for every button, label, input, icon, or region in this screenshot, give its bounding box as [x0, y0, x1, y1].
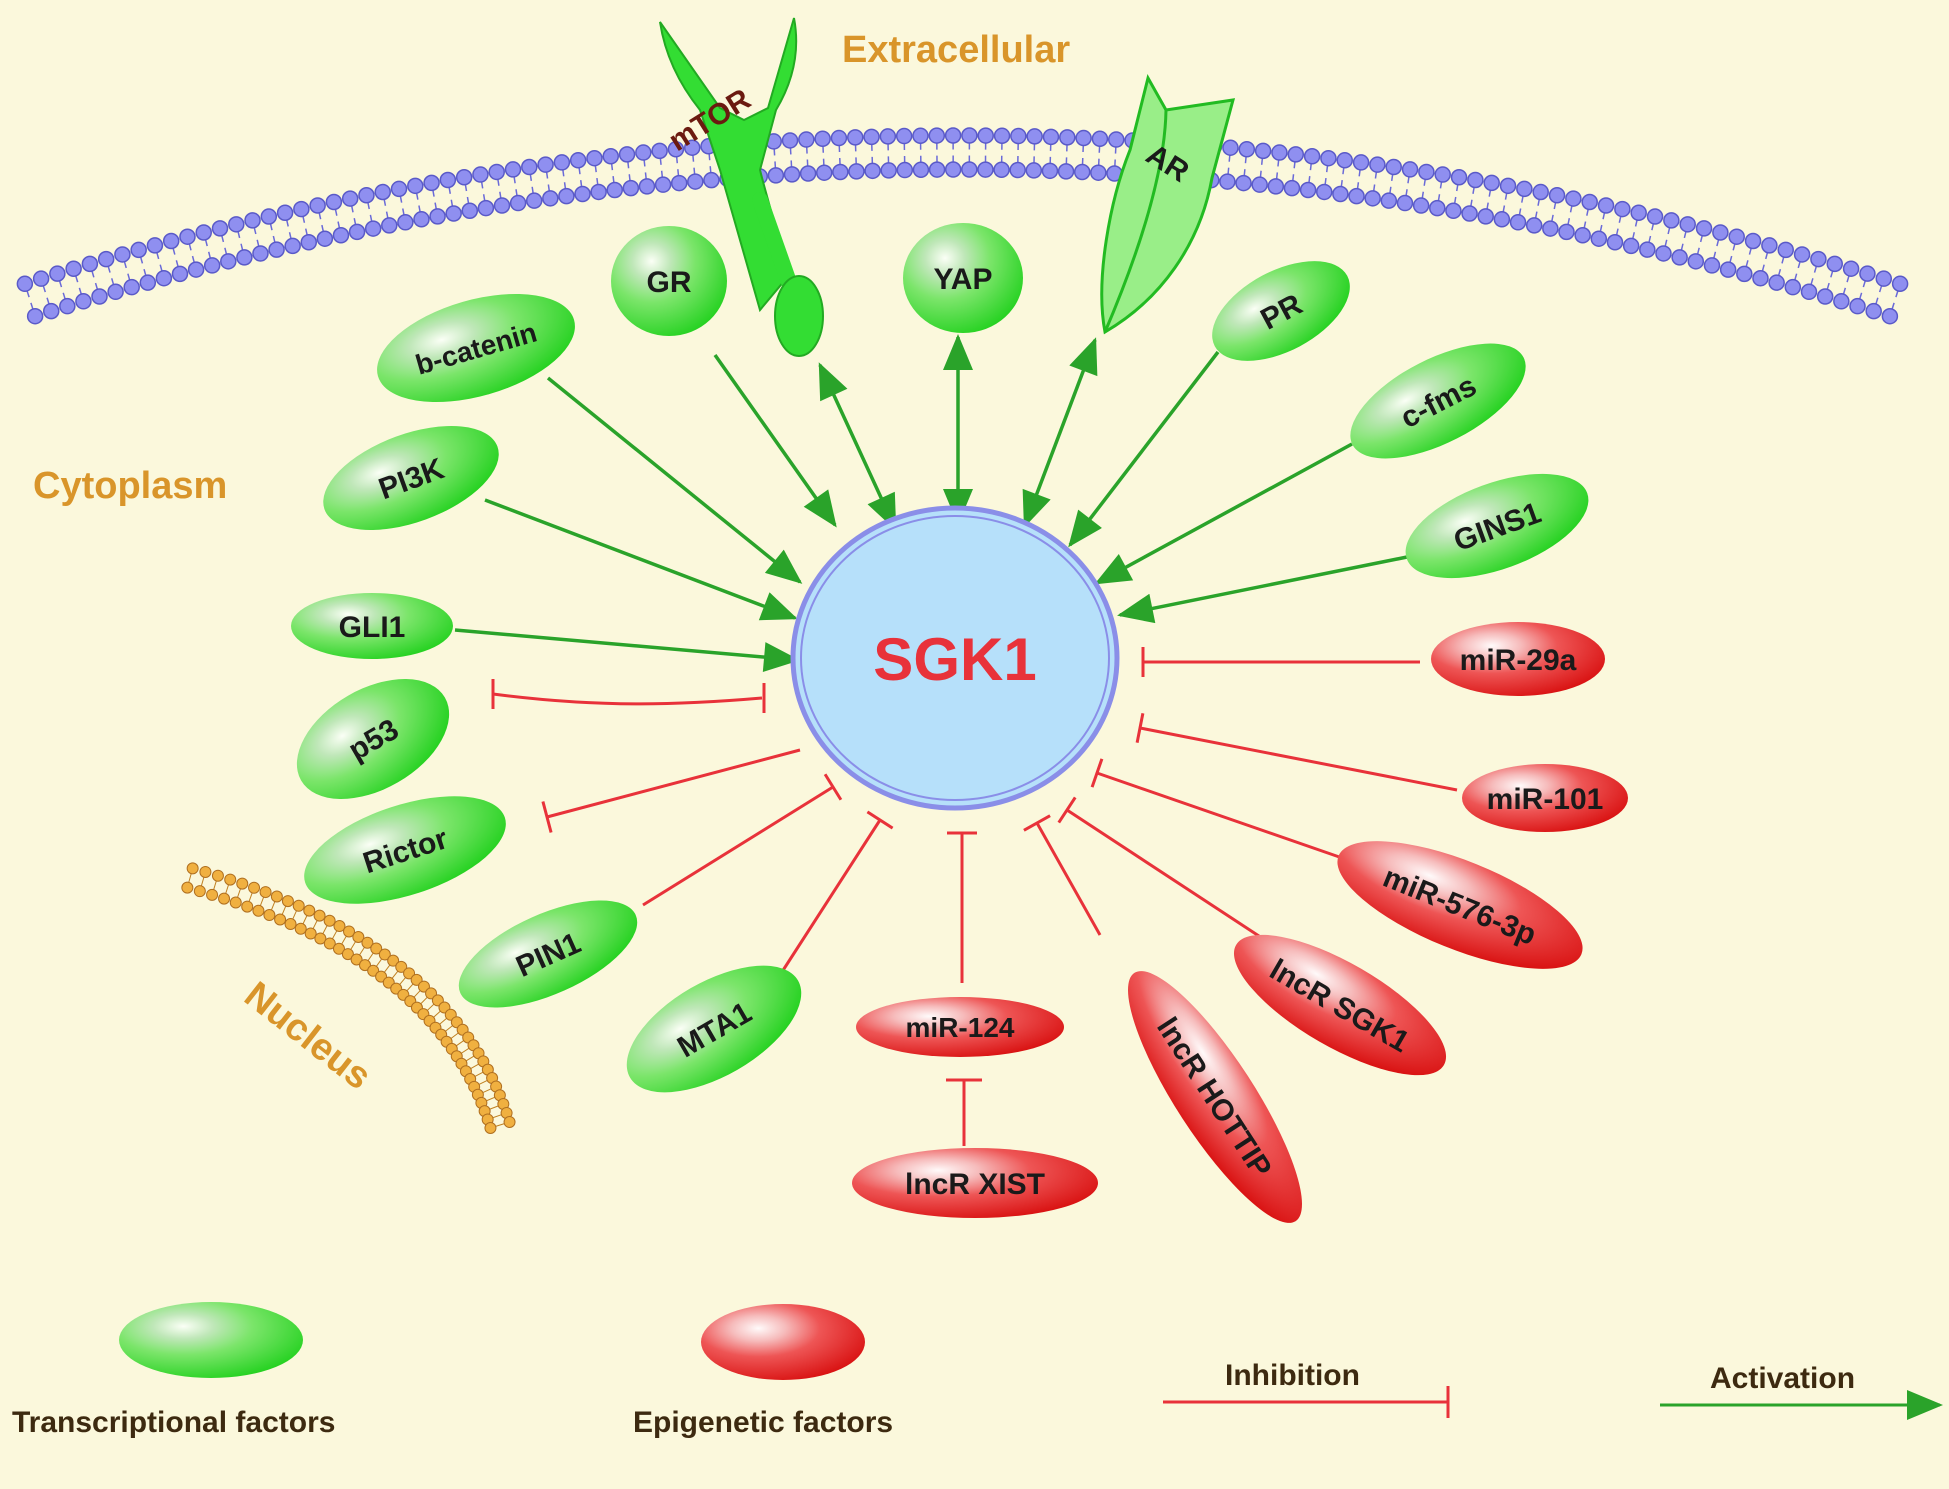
node-shape-pi3k	[323, 426, 499, 530]
node-shape-lncxist	[852, 1148, 1098, 1218]
node-gr: GR	[611, 226, 727, 336]
edge-gins1	[1117, 554, 1413, 624]
node-shape-lncsgk1	[1233, 934, 1447, 1076]
node-shape-mir101	[1462, 764, 1628, 832]
node-lnchottip: lncR HOTTIP	[1128, 971, 1302, 1223]
legend-epigenetic-label: Epigenetic factors	[633, 1406, 893, 1439]
node-lncxist: lncR XIST	[852, 1148, 1098, 1218]
label-cytoplasm: Cytoplasm	[33, 465, 227, 507]
node-mir101: miR-101	[1462, 764, 1628, 832]
label-extracellular: Extracellular	[842, 29, 1070, 71]
node-bcatenin: b-catenin	[377, 293, 575, 403]
node-mir576: miR-576-3p	[1337, 841, 1583, 969]
legend-activation-label: Activation	[1710, 1362, 1855, 1395]
sgk1-node: SGK1	[790, 505, 1120, 811]
label-nucleus: Nucleus	[236, 974, 378, 1098]
node-label-mir101: miR-101	[1487, 783, 1604, 816]
relations-layer	[454, 334, 1458, 1146]
mtor-receptor	[659, 17, 824, 357]
node-shape-gr	[611, 226, 727, 336]
edge-rictor	[541, 748, 801, 833]
edge-mtor	[818, 362, 897, 531]
node-shape-gli1	[291, 593, 453, 659]
node-shape-mta1	[626, 965, 802, 1093]
edge-cfms	[1094, 442, 1353, 585]
node-shape-bcatenin	[377, 293, 575, 403]
node-p53: p53	[296, 679, 450, 799]
edge-lncsgk1	[1057, 796, 1266, 942]
edge-bcatenin	[546, 376, 803, 584]
nucleus-membrane	[181, 862, 516, 1134]
edge-mta1	[778, 810, 894, 976]
node-shape-pr	[1212, 261, 1350, 361]
edge-pi3k	[484, 498, 798, 621]
node-label-mir124: miR-124	[906, 1012, 1015, 1043]
edge-mir124	[947, 831, 977, 983]
node-shape-mir124	[856, 997, 1064, 1057]
edge-p53	[491, 679, 766, 713]
sgk1-label: SGK1	[873, 626, 1036, 693]
legend-transcriptional-label: Transcriptional factors	[12, 1406, 335, 1439]
node-pi3k: PI3K	[323, 426, 499, 530]
node-shape-yap	[903, 223, 1023, 333]
node-gins1: GINS1	[1405, 473, 1589, 579]
legend-transcriptional-swatch	[119, 1302, 303, 1378]
edge-lncxist	[946, 1078, 982, 1146]
node-rictor: Rictor	[304, 796, 506, 904]
edge-gr	[713, 353, 837, 528]
node-mir29a: miR-29a	[1431, 622, 1605, 696]
edge-mir29a	[1141, 647, 1420, 677]
node-label-lncxist: lncR XIST	[905, 1168, 1045, 1201]
edge-pin1	[642, 773, 843, 907]
node-pin1: PIN1	[458, 900, 638, 1008]
node-shape-mir576	[1337, 841, 1583, 969]
legend-epigenetic-swatch	[701, 1304, 865, 1380]
edge-ar	[1022, 337, 1098, 528]
node-label-mir29a: miR-29a	[1460, 644, 1577, 677]
node-shape-gins1	[1405, 473, 1589, 579]
edge-gli1	[454, 628, 800, 673]
node-mir124: miR-124	[856, 997, 1064, 1057]
edge-lnchottip	[1023, 814, 1102, 936]
node-yap: YAP	[903, 223, 1023, 333]
node-gli1: GLI1	[291, 593, 453, 659]
node-mta1: MTA1	[626, 965, 802, 1093]
edge-mir576	[1090, 758, 1349, 862]
node-shape-lnchottip	[1128, 971, 1302, 1223]
legend-inhibition-label: Inhibition	[1225, 1359, 1360, 1392]
node-shape-cfms	[1350, 343, 1526, 459]
node-cfms: c-fms	[1350, 343, 1526, 459]
edge-pr	[1068, 350, 1220, 548]
node-label-gr: GR	[647, 266, 692, 299]
node-shape-p53	[296, 679, 450, 799]
node-shape-mir29a	[1431, 622, 1605, 696]
node-shape-rictor	[304, 796, 506, 904]
ar-receptor	[1100, 73, 1236, 335]
node-shape-pin1	[458, 900, 638, 1008]
node-label-gli1: GLI1	[339, 611, 406, 644]
edge-mir101	[1135, 712, 1458, 792]
legend: Transcriptional factors Epigenetic facto…	[12, 1302, 1943, 1439]
node-pr: PR	[1212, 261, 1350, 361]
node-label-yap: YAP	[934, 263, 993, 296]
